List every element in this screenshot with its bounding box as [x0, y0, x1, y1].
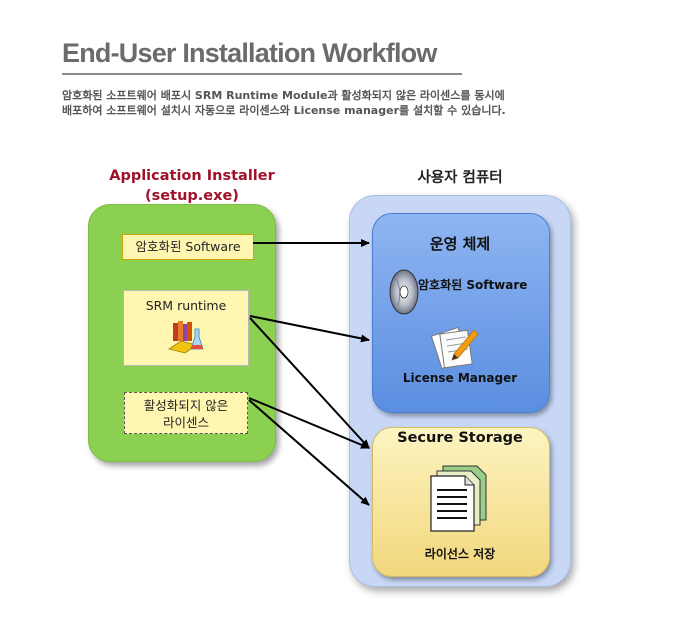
installer-heading: Application Installer (setup.exe) — [92, 166, 292, 206]
license-manager-label: License Manager — [402, 371, 518, 385]
page-title: End-User Installation Workflow — [62, 38, 462, 75]
arrow-srm-to-storage — [249, 317, 370, 449]
installer-heading-name: Application Installer — [109, 168, 275, 184]
description-line-1: 암호화된 소프트웨어 배포시 SRM Runtime Module과 활성화되지… — [62, 89, 505, 102]
arrow-license-to-storage — [248, 399, 370, 506]
srm-runtime-label: SRM runtime — [145, 298, 227, 313]
cd-icon — [389, 269, 419, 315]
os-title: 운영 체제 — [429, 235, 491, 253]
encrypted-software-box: 암호화된 Software — [122, 234, 254, 260]
inactive-license-line-2: 라이센스 — [162, 415, 209, 430]
description: 암호화된 소프트웨어 배포시 SRM Runtime Module과 활성화되지… — [62, 88, 582, 118]
computer-heading: 사용자 컴퓨터 — [417, 170, 503, 186]
stacked-documents-icon — [430, 465, 487, 532]
connector-arrows — [248, 239, 370, 506]
installer-heading-file: (setup.exe) — [145, 188, 239, 204]
os-encrypted-software-label: 암호화된 Software — [418, 278, 528, 292]
arrow-srm-to-license-manager — [249, 315, 370, 343]
arrow-license-to-os — [248, 397, 370, 449]
books-flask-icon — [168, 321, 204, 354]
srm-runtime-box: SRM runtime — [123, 290, 249, 366]
description-line-2: 배포하여 소프트웨어 설치시 자동으로 라이센스와 License manage… — [62, 104, 506, 117]
license-storage-label: 라이선스 저장 — [424, 547, 496, 561]
documents-pencil-icon — [430, 326, 479, 370]
secure-storage-title: Secure Storage — [397, 430, 523, 446]
inactive-license-box: 활성화되지 않은 라이센스 — [124, 392, 248, 434]
inactive-license-line-1: 활성화되지 않은 — [143, 398, 229, 413]
